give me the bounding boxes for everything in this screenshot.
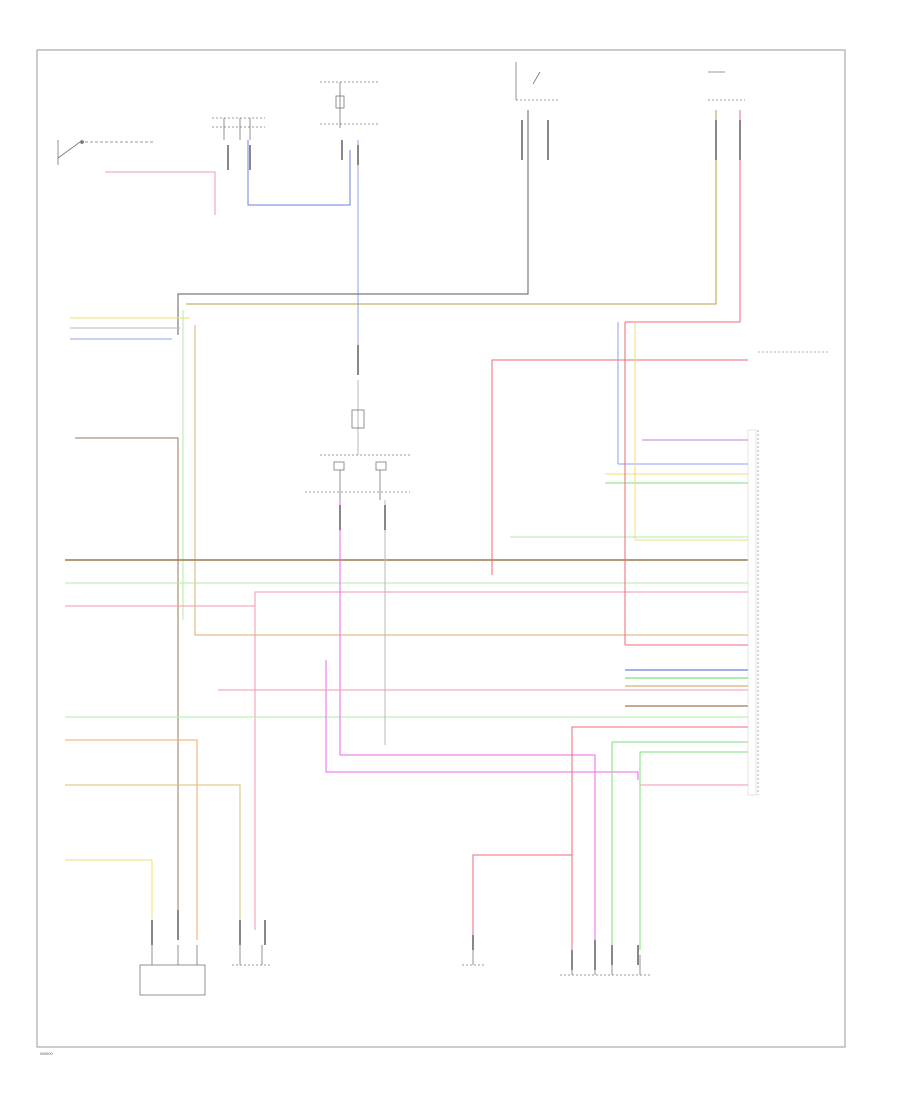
wire-blue-top <box>247 140 351 206</box>
wire-olive-left <box>65 784 241 930</box>
top-switch-1 <box>212 117 265 140</box>
wire-green-bottom <box>611 741 748 950</box>
wire-orange-left <box>65 739 198 940</box>
wire-red-top-right <box>625 110 741 323</box>
wire-red-bottom <box>571 726 748 950</box>
wire-olive-top <box>186 110 717 305</box>
connector-ticks <box>151 120 741 970</box>
bottom-sensor-1 <box>139 945 206 996</box>
page-label: W0000 <box>40 1051 53 1056</box>
bottom-module-4 <box>560 955 650 976</box>
wire-pink-left <box>105 171 216 215</box>
wire-green-bottom-2 <box>639 751 748 950</box>
bottom-sensor-2 <box>232 945 270 966</box>
wire-dark-gray <box>177 110 529 335</box>
wire-red-center <box>491 359 748 575</box>
center-relay <box>305 409 410 500</box>
wire-red-bottom-2 <box>472 854 572 940</box>
left-switch <box>57 140 155 165</box>
pcm-connector <box>747 351 830 796</box>
top-switch-2 <box>320 81 380 128</box>
wire-magenta-relay <box>339 500 596 950</box>
wire-pink-mid-2 <box>254 591 748 930</box>
wire-yellow-low <box>65 859 153 930</box>
wire-magenta-2 <box>325 660 639 780</box>
top-switch-4 <box>708 71 745 101</box>
wire-brown-left <box>75 437 179 940</box>
diagram-border <box>36 49 846 1048</box>
wire-tan-left <box>194 325 748 636</box>
top-switch-3 <box>515 62 560 101</box>
